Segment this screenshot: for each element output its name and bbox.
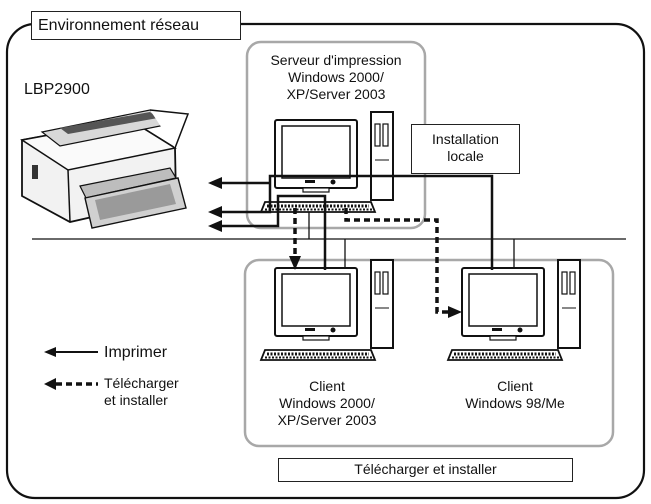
legend-download-label: Télécharger et installer [104, 375, 179, 408]
bottom-label: Télécharger et installer [354, 461, 497, 477]
computer-icon [446, 258, 582, 362]
server-label: Serveur d'impression Windows 2000/ XP/Se… [270, 52, 402, 102]
client2-label: Client Windows 98/Me [465, 378, 565, 411]
print-arrow [208, 194, 327, 270]
legend-print-label: Imprimer [104, 344, 168, 361]
network-frame [5, 22, 646, 500]
legend-print-arrow [44, 347, 98, 357]
print-arrow [208, 174, 494, 270]
computer-icon [259, 258, 395, 362]
install-local-box: Installation locale [411, 124, 520, 174]
download-arrow [344, 208, 448, 314]
printer-label: LBP2900 [24, 81, 90, 98]
client1-label: Client Windows 2000/ XP/Server 2003 [277, 378, 377, 428]
install-local-label: Installation locale [432, 131, 499, 164]
legend-download-arrow [44, 378, 98, 390]
title-tag: Environnement réseau [31, 11, 241, 40]
clients-group [243, 258, 615, 448]
bottom-tag: Télécharger et installer [278, 458, 573, 482]
printer-icon [20, 109, 190, 229]
print-arrow [208, 177, 270, 189]
diagram-title: Environnement réseau [38, 17, 199, 34]
